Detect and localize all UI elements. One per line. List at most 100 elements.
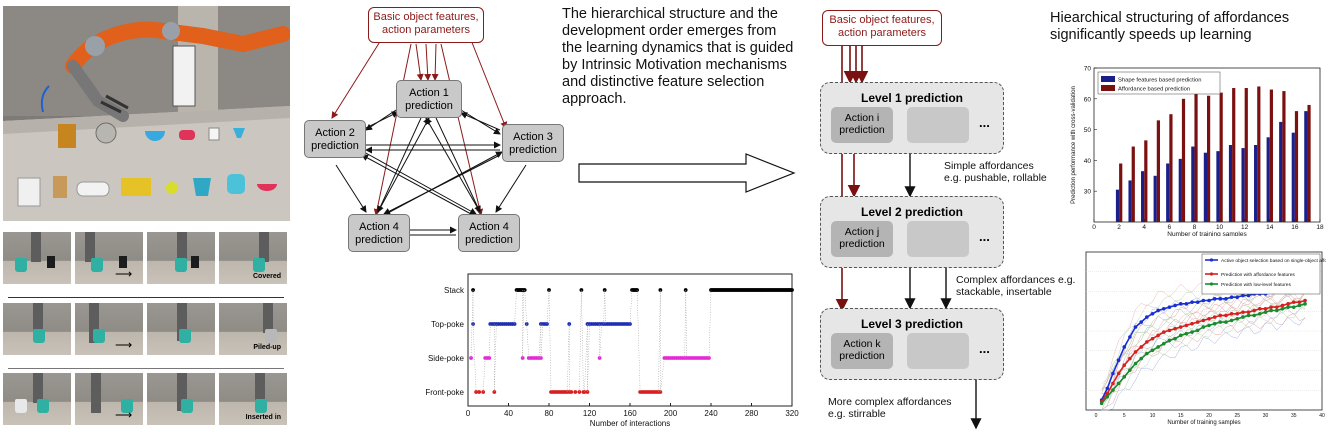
action-graph-edges [331, 39, 527, 239]
sequence-2-frame-2: ⟶ [75, 303, 143, 355]
curve-series-point [1246, 310, 1251, 314]
curve-series-point [1224, 320, 1228, 324]
bar-x-tick-label: 16 [1291, 224, 1299, 231]
timeline-connector [548, 289, 552, 393]
curve-series-point [1178, 333, 1183, 338]
timeline-connector [524, 289, 527, 325]
curve-x-axis-label: Number of training samples [1167, 420, 1240, 426]
timeline-row-label: Front-poke [425, 388, 464, 397]
big-right-arrow-icon [578, 153, 796, 193]
level-2-more: ... [979, 229, 990, 244]
bar-x-tick-label: 0 [1092, 224, 1096, 231]
sequence-3-frame-2: ⟶ [75, 373, 143, 425]
curve-series-point [1156, 308, 1160, 313]
curve-series-point [1162, 307, 1166, 311]
note-complex-affordances: Complex affordances e.g. stackable, inse… [956, 274, 1076, 298]
curve-trial-line [1101, 292, 1306, 395]
bar-x-axis-label: Number of training samples [1167, 231, 1247, 236]
timeline-connector [540, 323, 544, 359]
curve-series-point [1229, 295, 1234, 299]
curve-series-point [1201, 318, 1206, 323]
affordance-bar [1257, 86, 1261, 222]
timeline-x-tick-label: 240 [704, 409, 718, 418]
bar-x-tick-label: 12 [1241, 224, 1249, 231]
timeline-row-label: Side-poke [428, 354, 465, 363]
curve-legend-marker [1209, 272, 1214, 276]
sequence-3-frame-3 [147, 373, 215, 425]
affordance-bar [1207, 95, 1211, 222]
curve-series-point [1201, 325, 1206, 329]
timeline-x-tick-label: 320 [785, 409, 799, 418]
curve-series-point [1286, 305, 1290, 309]
curve-series-point [1145, 351, 1149, 356]
curve-series-point [1133, 350, 1138, 354]
curve-series-point [1184, 331, 1189, 336]
shape-feature-bar [1216, 151, 1220, 222]
level-3-box: Level 3 prediction Action k prediction .… [820, 308, 1004, 380]
curve-series-point [1269, 308, 1273, 313]
bar-legend-box [1097, 71, 1221, 95]
timeline-x-tick-label: 80 [545, 409, 554, 418]
shape-feature-bar [1128, 180, 1132, 222]
timeline-x-tick-label: 200 [664, 409, 678, 418]
sequence-divider [8, 368, 284, 369]
curve-legend-label: Active object selection based on single-… [1221, 258, 1326, 264]
bar-legend-swatch [1101, 85, 1115, 91]
curve-series-point [1218, 297, 1223, 301]
curve-series-point [1291, 300, 1296, 304]
curve-x-tick-label: 20 [1206, 413, 1212, 419]
curve-series-point [1167, 338, 1172, 343]
graph-action-4-left-node: Action 4 prediction [348, 214, 410, 252]
timeline-connector [629, 289, 633, 325]
level-2-title: Level 2 prediction [860, 205, 964, 219]
arrow-right-icon: ⟶ [115, 338, 133, 352]
note-more-complex-affordances: More complex affordances e.g. stirrable [828, 396, 952, 420]
curve-series-point [1116, 381, 1121, 386]
curve-series-point [1246, 293, 1251, 298]
right-title: Hiearchical structuring of affordances s… [1050, 10, 1290, 43]
timeline-connector [566, 323, 570, 393]
timeline-connector [579, 289, 582, 393]
curve-legend-box [1201, 253, 1321, 295]
curve-series-point [1116, 371, 1121, 376]
timeline-row-label: Top-poke [431, 320, 464, 329]
bar-legend-label: Affordance based prediction [1118, 87, 1190, 93]
curve-series-point [1224, 313, 1228, 318]
timeline-connector [636, 289, 641, 393]
level-2-placeholder [907, 221, 969, 257]
level-3-placeholder [907, 333, 969, 369]
curve-series-point [1286, 302, 1290, 306]
level-1-more: ... [979, 115, 990, 130]
curve-series-point [1145, 340, 1149, 344]
curve-series-point [1201, 298, 1206, 303]
graph-action-3-node: Action 3 prediction [502, 124, 564, 162]
timeline-connector [526, 323, 529, 359]
shape-feature-bar [1191, 146, 1195, 222]
curve-series-point [1139, 345, 1143, 349]
caption-covered: Covered [252, 273, 281, 280]
curve-legend-label: Prediction with affordance features [1221, 272, 1295, 278]
timeline-point [790, 288, 794, 292]
graph-action-2-node: Action 2 prediction [304, 120, 366, 158]
curve-trial-line [1101, 308, 1306, 411]
timeline-point [707, 356, 711, 360]
curve-series-point [1173, 336, 1177, 341]
curve-series-point [1184, 323, 1189, 328]
curve-series-point [1303, 298, 1307, 303]
timeline-connector [482, 357, 486, 393]
caption-inserted-in: Inserted in [245, 414, 281, 421]
bar-x-tick-label: 14 [1266, 224, 1274, 231]
curve-series-point [1105, 391, 1110, 396]
curve-series-point [1111, 381, 1115, 386]
curve-series-point [1258, 307, 1262, 311]
curve-trial-line [1101, 281, 1306, 391]
timeline-point [477, 390, 482, 394]
timeline-point [474, 390, 478, 394]
timeline-x-tick-label: 40 [504, 409, 513, 418]
curve-series-point [1212, 297, 1217, 301]
center-description: The hierarchical structure and the devel… [562, 6, 794, 107]
curve-x-tick-label: 40 [1319, 413, 1325, 419]
curve-series-point [1167, 328, 1172, 333]
curve-series-point [1190, 321, 1194, 326]
